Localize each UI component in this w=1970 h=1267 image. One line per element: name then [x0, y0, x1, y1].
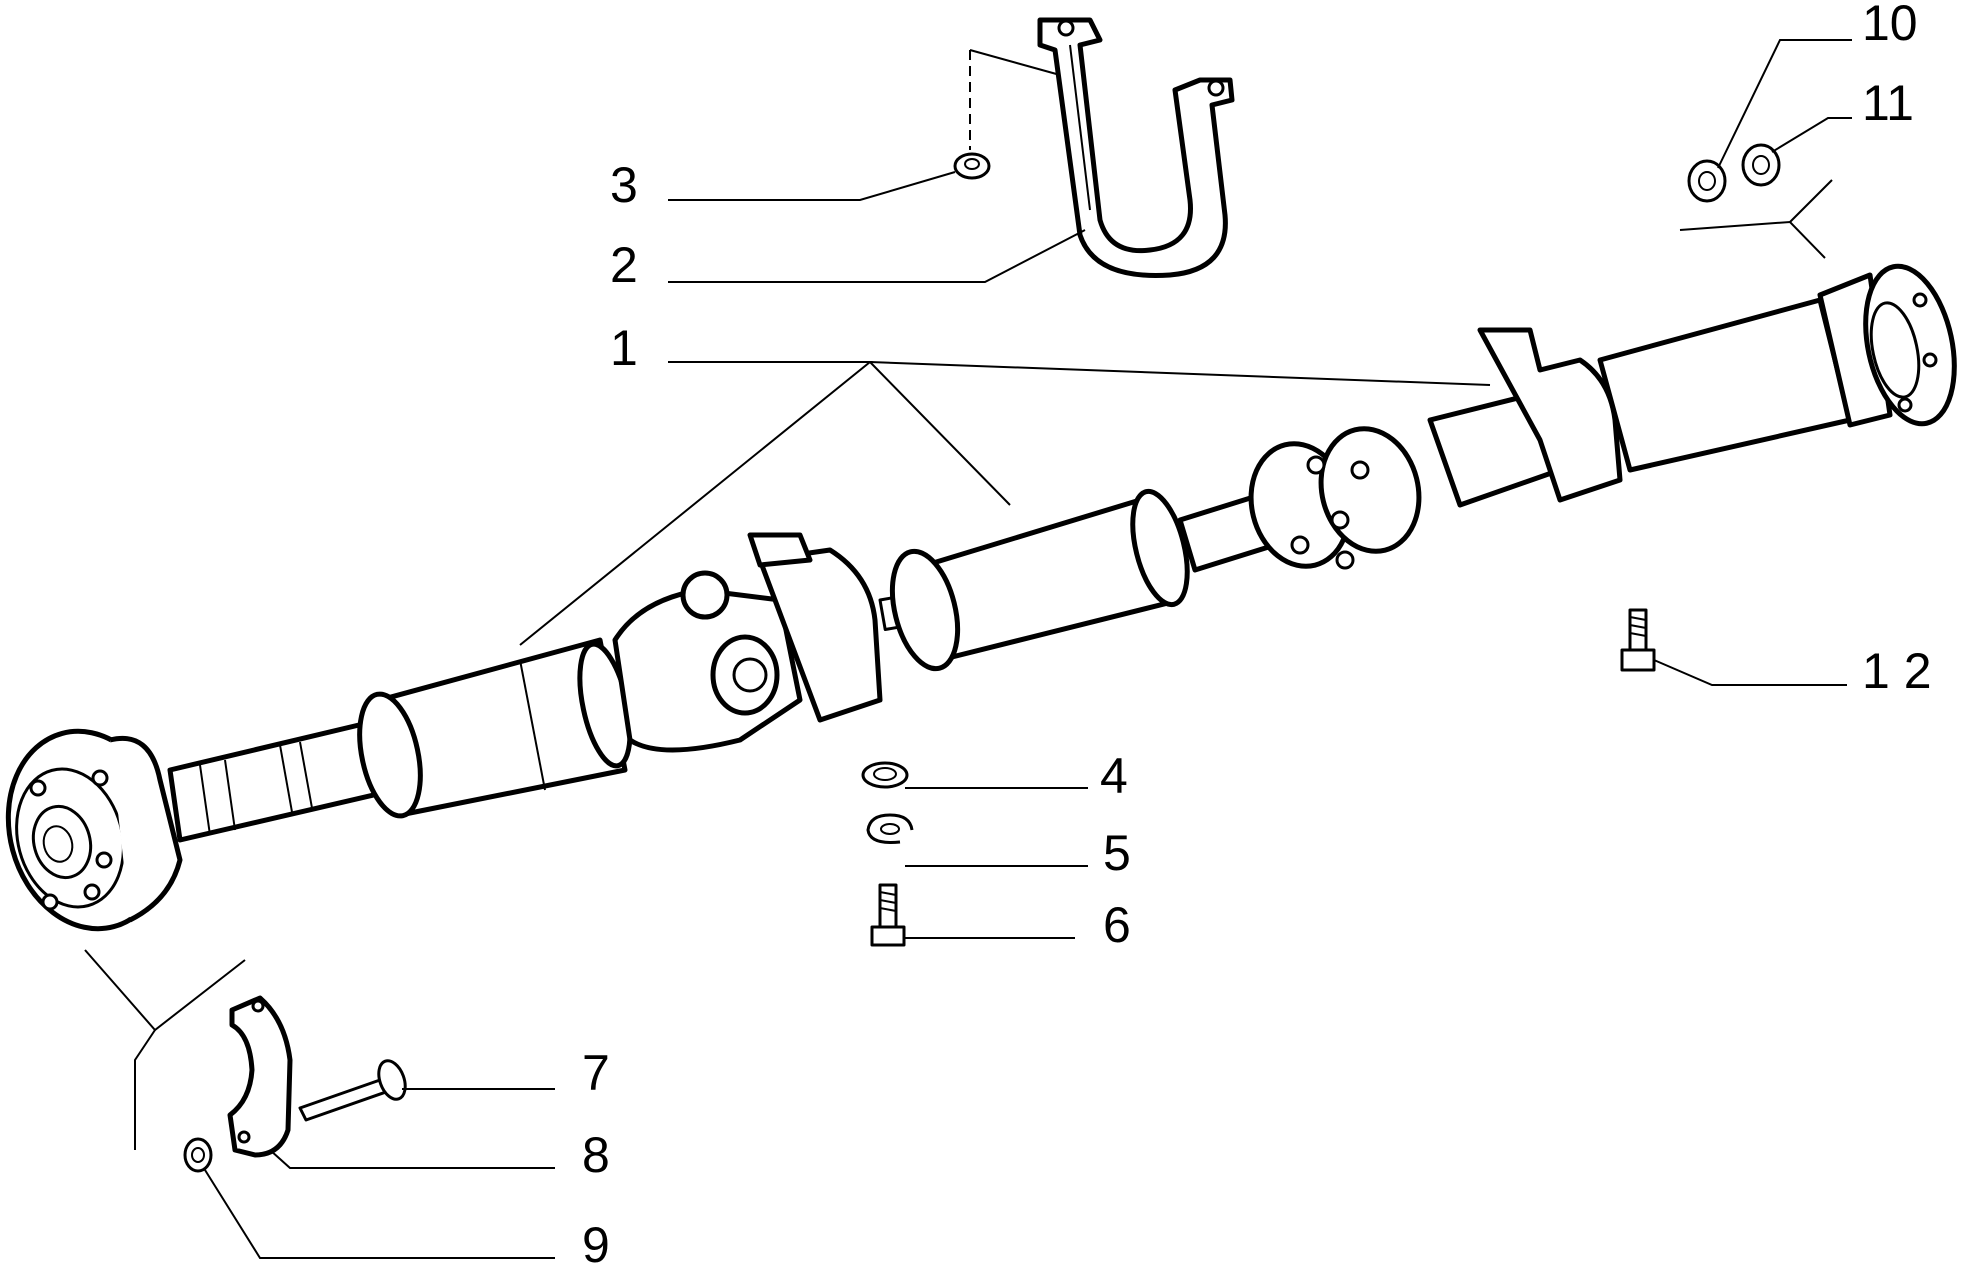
callout-5: 5: [1103, 825, 1131, 881]
front-shaft-section: [167, 637, 633, 843]
bolt-part-12: [1620, 608, 1656, 672]
nut-part-3: [953, 152, 991, 180]
callout-2: 2: [610, 237, 638, 293]
callout-numbers: 1 2 3 4 5 6 7 8 9 10 11 1 2: [582, 0, 1932, 1267]
leader-lines: [84, 39, 1852, 1259]
bracket-part-8: [227, 995, 293, 1158]
callout-6: 6: [1103, 897, 1131, 953]
front-universal-joint: [612, 532, 922, 753]
nut-part-10: [1687, 159, 1727, 203]
nut-part-9: [183, 1137, 213, 1173]
flexible-coupling: [1248, 426, 1422, 570]
middle-shaft-tube: [889, 488, 1278, 672]
callout-11: 11: [1862, 75, 1914, 131]
callout-1: 1: [610, 320, 638, 376]
bolt-part-6: [870, 883, 906, 947]
callout-7: 7: [582, 1045, 610, 1101]
front-cv-joint: [5, 728, 183, 932]
washer-part-4: [861, 761, 909, 789]
callout-8: 8: [582, 1127, 610, 1183]
callout-10: 10: [1862, 0, 1918, 51]
spring-washer-part-5: [866, 813, 914, 844]
u-bracket-part-2: [1037, 17, 1235, 278]
long-bolt-part-7: [298, 1059, 407, 1122]
callout-4: 4: [1100, 748, 1128, 804]
rear-shaft-tube: [1597, 263, 1957, 473]
washer-part-11: [1741, 143, 1781, 187]
callout-3: 3: [610, 157, 638, 213]
callout-9: 9: [582, 1217, 610, 1267]
callout-12: 1 2: [1862, 643, 1932, 699]
propeller-shaft-assembly: [5, 263, 1957, 932]
